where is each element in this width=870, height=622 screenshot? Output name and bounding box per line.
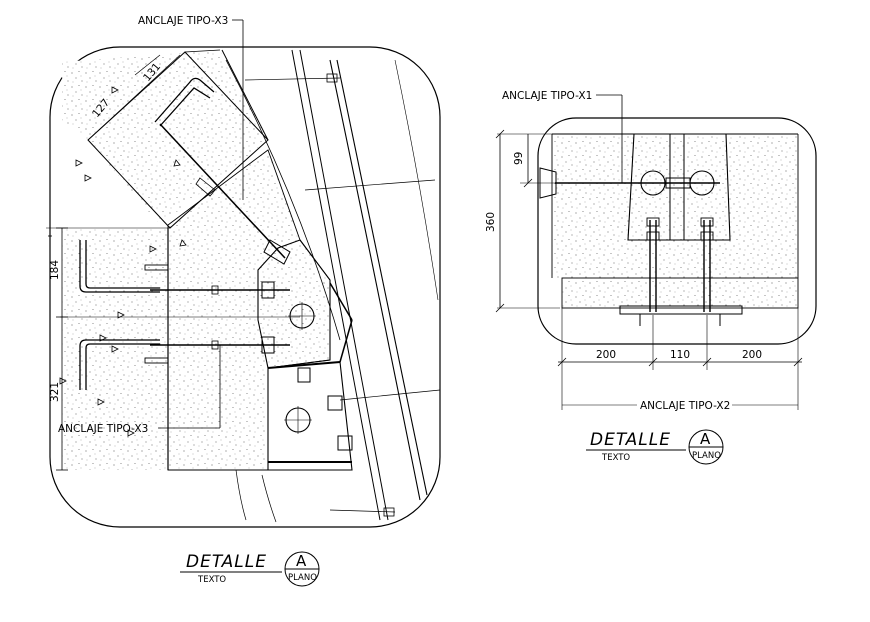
right-bracket xyxy=(627,133,731,241)
left-bracket-plate xyxy=(257,239,331,369)
left-l-bar-1 xyxy=(79,240,160,293)
right-concrete xyxy=(552,134,798,278)
dim-200-left: 200 xyxy=(596,349,616,361)
dim-99: 99 xyxy=(513,152,525,165)
left-detail: 184 321 127 131 ANCLAJE TIPO-X3 A xyxy=(46,15,441,587)
left-inclined-anchor xyxy=(154,77,215,123)
left-title-plano: PLANO xyxy=(288,573,317,583)
callout-anclaje-x3-top: ANCLAJE TIPO-X3 xyxy=(138,15,228,27)
left-arc-1 xyxy=(291,49,381,521)
right-title-texto: TEXTO xyxy=(601,453,630,463)
right-base-plate xyxy=(619,305,743,315)
dim-110: 110 xyxy=(670,349,690,361)
left-concrete-top xyxy=(62,50,268,225)
right-frame xyxy=(537,117,817,345)
callout-anclaje-x3-bottom: ANCLAJE TIPO-X3 xyxy=(58,423,148,435)
callout-anclaje-x2: ANCLAJE TIPO-X2 xyxy=(640,400,730,412)
right-lower-slab xyxy=(561,277,799,309)
left-title-detalle: DETALLE xyxy=(186,552,267,572)
left-title-texto: TEXTO xyxy=(197,575,226,585)
dim-321: 321 xyxy=(49,382,61,402)
callout-anclaje-x1: ANCLAJE TIPO-X1 xyxy=(502,90,592,102)
dim-360: 360 xyxy=(485,212,497,232)
left-title-letter: A xyxy=(296,552,307,570)
right-title-letter: A xyxy=(700,430,711,448)
left-frame xyxy=(49,46,441,528)
right-title-detalle: DETALLE xyxy=(590,430,671,450)
right-detail: 360 99 200 110 200 ANCLAJE TIPO-X2 ANCLA… xyxy=(485,90,817,465)
right-title-plano: PLANO xyxy=(692,451,721,461)
dim-200-right: 200 xyxy=(742,349,762,361)
dim-184: 184 xyxy=(49,260,61,280)
left-l-bar-2 xyxy=(79,339,160,390)
